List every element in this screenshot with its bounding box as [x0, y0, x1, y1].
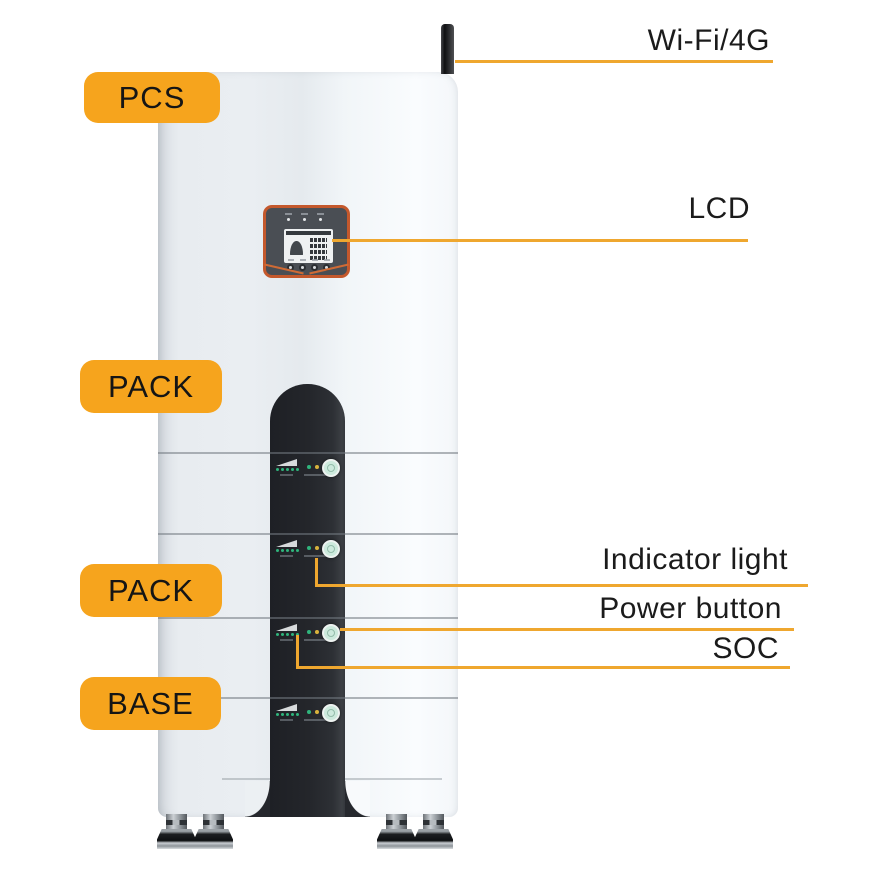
callout-line-wifi — [455, 60, 773, 63]
battery-module-panel — [270, 703, 345, 727]
label-soc: SOC — [712, 632, 779, 665]
lcd-accent-line — [264, 263, 304, 275]
label-pcs: PCS — [84, 72, 220, 123]
soc-caption — [280, 719, 293, 721]
callout-line-soc-vertical — [296, 635, 299, 669]
lcd-status-led — [287, 218, 290, 221]
callout-line-indicator — [315, 584, 808, 587]
lcd-text-line — [310, 244, 327, 248]
battery-column — [270, 384, 345, 817]
soc-gauge-icon — [276, 459, 297, 466]
lcd-text-line — [310, 256, 327, 260]
callout-line-power — [340, 628, 794, 631]
label-base: BASE — [80, 677, 221, 730]
adjustable-foot-base — [414, 829, 453, 849]
lcd-led-caption — [301, 213, 308, 215]
label-pack-2: PACK — [80, 564, 222, 617]
callout-line-soc — [296, 666, 790, 669]
label-lcd: LCD — [688, 192, 750, 225]
soc-caption — [280, 639, 293, 641]
lcd-status-led — [303, 218, 306, 221]
lcd-text-line — [310, 238, 327, 242]
soc-led-dots — [276, 713, 299, 716]
label-pack-1-text: PACK — [107, 368, 195, 404]
lcd-button — [311, 264, 318, 271]
lcd-display-header — [286, 231, 331, 235]
label-pcs-text: PCS — [118, 79, 186, 115]
status-caption — [304, 639, 329, 641]
stack-seam — [158, 452, 458, 454]
adjustable-foot-base — [194, 829, 233, 849]
soc-led-dots — [276, 549, 299, 552]
status-caption — [304, 474, 329, 476]
label-pack-2-text: PACK — [107, 572, 195, 608]
lcd-button-caption — [300, 259, 306, 261]
column-base-fillet-left — [245, 781, 270, 817]
soc-gauge-icon — [276, 704, 297, 711]
label-power-button: Power button — [599, 592, 782, 625]
soc-led-dots — [276, 468, 299, 471]
lcd-display-area — [284, 229, 333, 263]
adjustable-foot-stem — [423, 814, 444, 831]
lcd-led-caption — [317, 213, 324, 215]
label-indicator-light: Indicator light — [602, 543, 788, 576]
soc-gauge-icon — [276, 540, 297, 547]
lcd-button-caption — [324, 259, 330, 261]
power-button-icon — [322, 459, 340, 477]
callout-line-indicator-vertical — [315, 558, 318, 587]
soc-caption — [280, 555, 293, 557]
lcd-button — [299, 264, 306, 271]
label-base-text: BASE — [107, 685, 194, 721]
battery-module-panel — [270, 539, 345, 563]
power-button-icon — [322, 540, 340, 558]
battery-module-panel — [270, 623, 345, 647]
callout-line-lcd — [332, 239, 748, 242]
lcd-led-caption — [285, 213, 292, 215]
lcd-status-led — [319, 218, 322, 221]
stack-seam — [158, 617, 458, 619]
adjustable-foot-base — [377, 829, 416, 849]
soc-gauge-icon — [276, 624, 297, 631]
power-button-icon — [322, 704, 340, 722]
lcd-button-caption — [312, 259, 318, 261]
wifi-antenna-icon — [441, 24, 454, 74]
soc-led-dots — [276, 633, 299, 636]
status-caption — [304, 555, 329, 557]
adjustable-foot-base — [157, 829, 196, 849]
battery-module-panel — [270, 458, 345, 482]
adjustable-foot-stem — [166, 814, 187, 831]
lcd-button-caption — [288, 259, 294, 261]
label-wifi-4g: Wi-Fi/4G — [647, 24, 770, 57]
stack-seam — [158, 533, 458, 535]
lcd-text-line — [310, 250, 327, 254]
column-base-fillet-right — [345, 781, 370, 817]
adjustable-foot-stem — [203, 814, 224, 831]
adjustable-foot-stem — [386, 814, 407, 831]
label-pack-1: PACK — [80, 360, 222, 413]
soc-caption — [280, 474, 293, 476]
stack-seam — [158, 697, 458, 699]
status-caption — [304, 719, 329, 721]
lcd-graph-icon — [290, 241, 303, 255]
power-button-icon — [322, 624, 340, 642]
